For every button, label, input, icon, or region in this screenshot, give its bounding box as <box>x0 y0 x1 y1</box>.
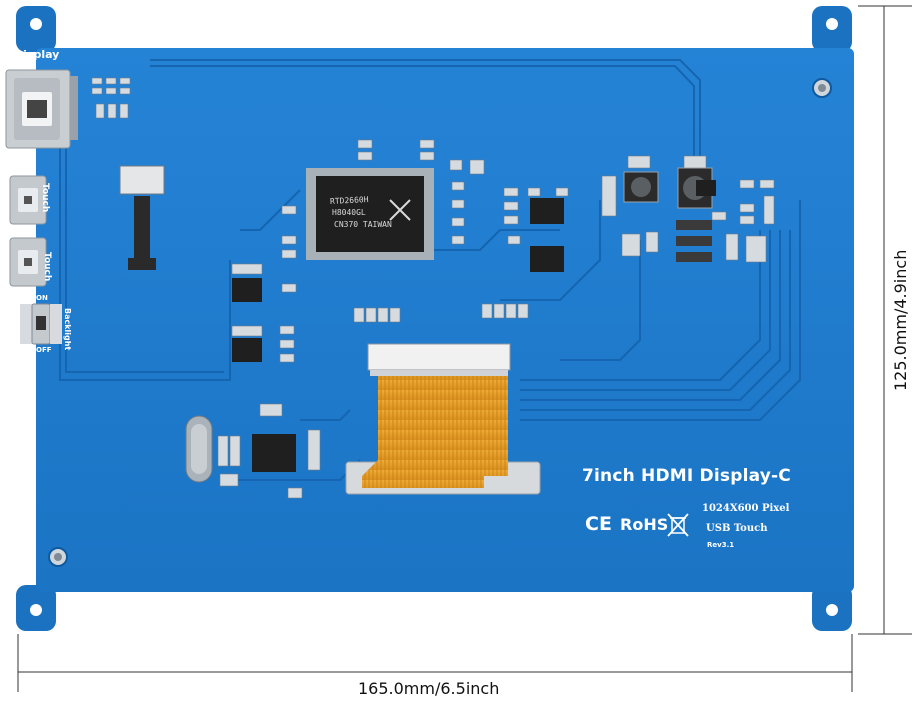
switch-off-label: OFF <box>36 346 52 354</box>
ce-mark: CE <box>585 513 612 535</box>
revision-label: Rev3.1 <box>707 541 735 549</box>
rohs-mark: RoHS <box>620 515 669 534</box>
product-title: 7inch HDMI Display-C <box>582 466 791 486</box>
lcd-fpc <box>362 343 511 488</box>
ic-chips <box>232 180 716 472</box>
weee-bin-icon <box>667 513 689 537</box>
usb-ports <box>9 175 47 287</box>
fpc-connector-small <box>119 165 165 270</box>
switch-on-label: ON <box>36 294 48 302</box>
chip-marking-3: CN370 TAIWAN <box>334 220 392 229</box>
hdmi-port-label: Display <box>14 48 60 61</box>
main-chip <box>306 168 434 260</box>
inductors <box>623 167 713 262</box>
resolution-label: 1024X600 Pixel <box>702 503 790 514</box>
pcb-traces <box>59 59 801 481</box>
crystal <box>185 415 213 483</box>
width-dimension-label: 165.0mm/6.5inch <box>358 679 500 698</box>
backlight-switch <box>20 303 62 345</box>
touch-type-label: USB Touch <box>706 523 768 534</box>
mounting-holes <box>48 78 832 567</box>
smd-components <box>91 77 775 499</box>
chip-marking-2: H8040GL <box>332 208 366 217</box>
height-dimension-label: 125.0mm/4.9inch <box>891 249 910 391</box>
mounting-ears <box>16 6 852 631</box>
hdmi-port <box>5 69 78 149</box>
